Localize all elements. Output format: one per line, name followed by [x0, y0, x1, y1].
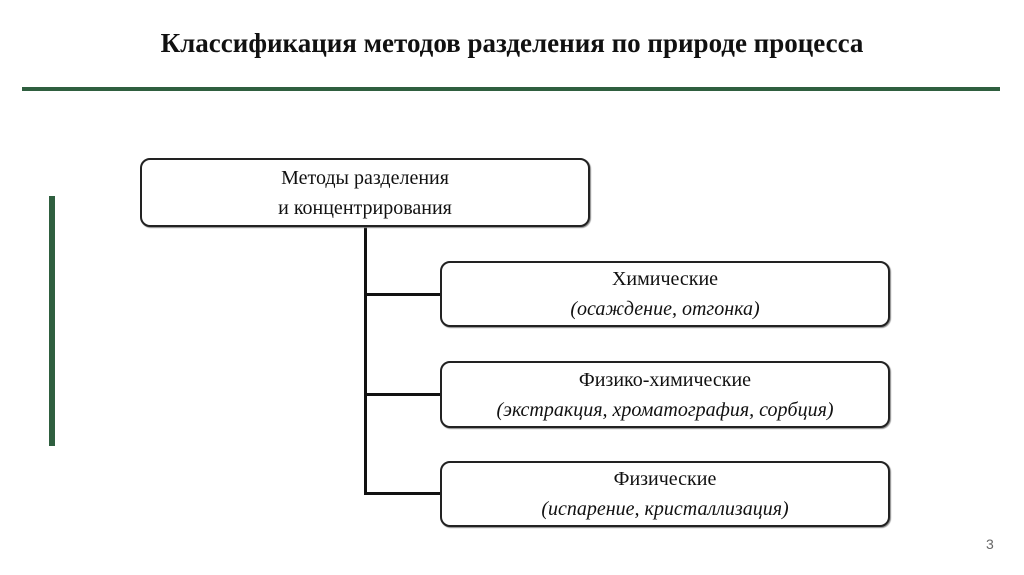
page-number: 3	[986, 536, 994, 552]
connector-trunk	[364, 227, 367, 495]
node-title: Физические	[613, 468, 717, 490]
node-examples: (осаждение, отгонка)	[570, 298, 760, 320]
child-node-physical: Физические (испарение, кристаллизация)	[440, 461, 890, 527]
connector-branch-3	[364, 492, 441, 495]
root-node: Методы разделения и концентрирования	[140, 158, 590, 227]
slide-title: Классификация методов разделения по прир…	[160, 28, 864, 58]
node-examples: (экстракция, хроматография, сорбция)	[496, 398, 834, 421]
connector-branch-2	[364, 393, 441, 396]
child-node-chemical: Химические (осаждение, отгонка)	[440, 261, 890, 327]
title-divider	[22, 87, 1000, 91]
node-title: Физико-химические	[578, 368, 752, 391]
root-line-1: Методы разделения	[281, 166, 449, 189]
child-node-physicochemical: Физико-химические (экстракция, хроматогр…	[440, 361, 890, 428]
node-examples: (испарение, кристаллизация)	[541, 498, 789, 520]
node-title: Химические	[611, 268, 719, 290]
root-line-2: и концентрирования	[278, 196, 452, 219]
connector-branch-1	[364, 293, 441, 296]
accent-bar	[49, 196, 55, 446]
